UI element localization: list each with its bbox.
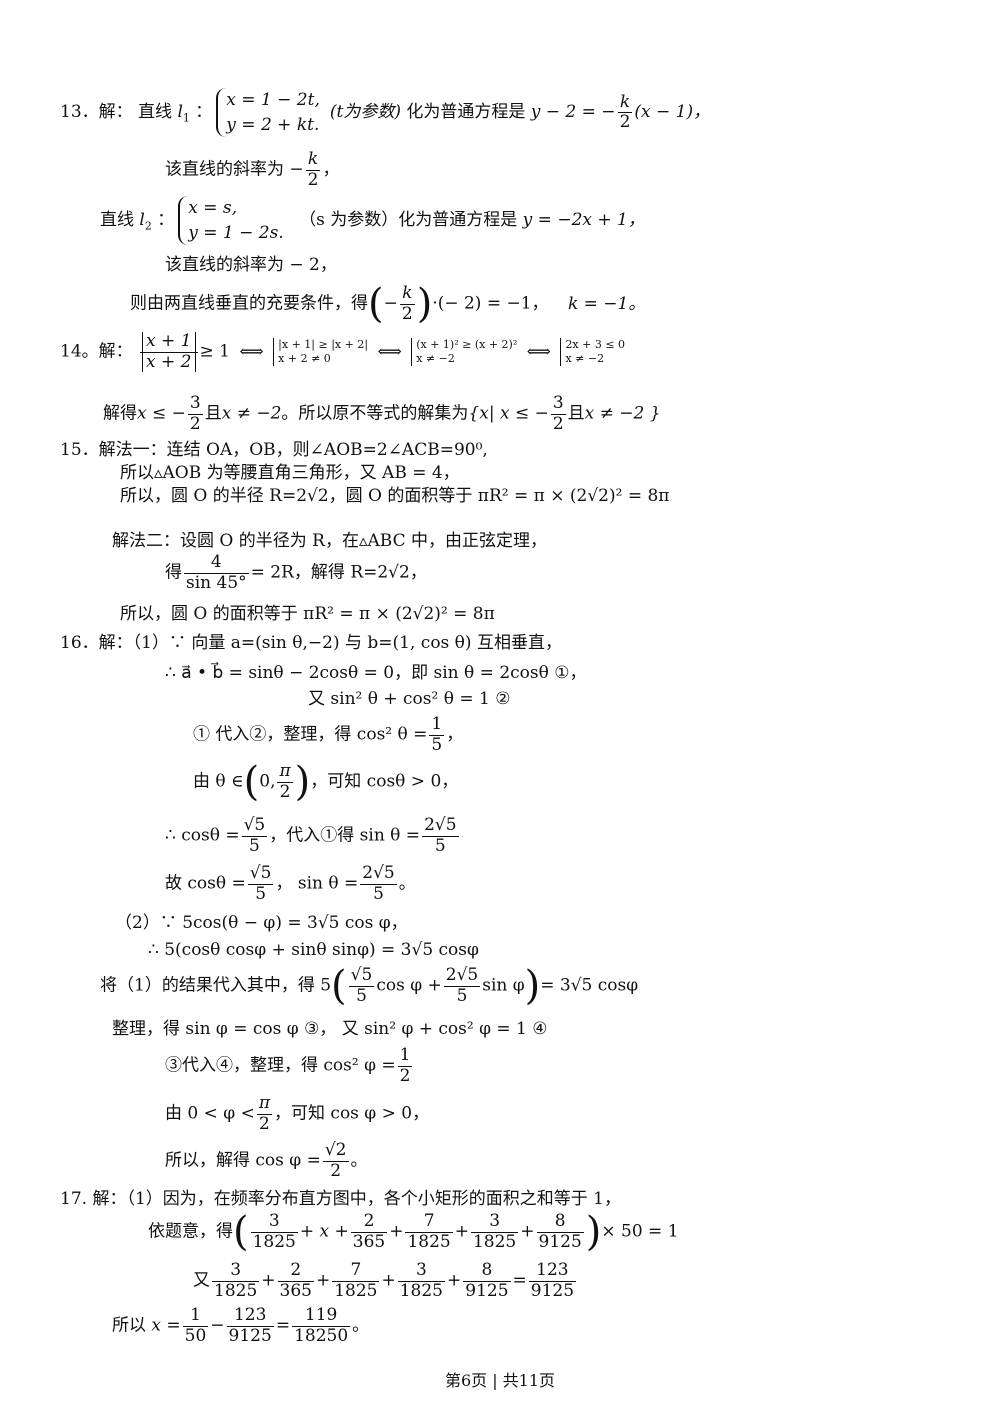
p15-line2: 所以▵AOB 为等腰直角三角形，又 AB = 4， <box>120 463 460 483</box>
equation-system-l1: x = 1 − 2t,y = 2 + kt. <box>216 88 326 138</box>
p14-number: 14。解： <box>60 341 133 362</box>
p16-line8: （2）∵ 5cos(θ − φ) = 3√5 cos φ， <box>115 913 408 933</box>
p15-line1: 15．解法一：连结 OA，OB，则∠AOB=2∠ACB=90⁰, <box>60 440 488 460</box>
page-footer: 第6页 | 共11页 <box>444 1371 556 1390</box>
system-1: |x + 1| ≥ |x + 2|x + 2 ≠ 0 <box>273 338 368 366</box>
p13-line4: 该直线的斜率为 − 2， <box>165 255 337 275</box>
p15-line4: 解法二：设圆 O 的半径为 R，在▵ABC 中，由正弦定理， <box>112 531 547 551</box>
p17-line1: 17. 解：（1）因为，在频率分布直方图中，各个小矩形的面积之和等于 1， <box>60 1189 621 1209</box>
equation-system-l2: x = s,y = 1 − 2s. <box>178 196 289 246</box>
p13-number: 13．解： <box>60 102 133 123</box>
p16-line3: 又 sin² θ + cos² θ = 1 ② <box>308 689 511 709</box>
p16-line9: ∴ 5(cosθ cosφ + sinθ sinφ) = 3√5 cosφ <box>148 940 479 960</box>
p16-line1: 16．解：（1）∵ 向量 a=(sin θ,−2) 与 b=(1, cos θ)… <box>60 633 562 653</box>
p16-line2: ∴ a⃗ • b⃗ = sinθ − 2cosθ = 0，即 sin θ = 2… <box>165 663 587 683</box>
p13-line1: 13．解： 直线 l1 ：x = 1 − 2t,y = 2 + kt.(t为参数… <box>60 88 710 138</box>
p13-line3: 直线 l2 ：x = s,y = 1 − 2s. （s 为参数）化为普通方程是 … <box>100 196 645 246</box>
p15-line6: 所以，圆 O 的面积等于 πR² = π × (2√2)² = 8π <box>120 604 495 624</box>
p16-line11: 整理，得 sin φ = cos φ ③， 又 sin² φ + cos² φ … <box>112 1019 548 1039</box>
p15-line3: 所以，圆 O 的半径 R=2√2，圆 O 的面积等于 πR² = π × (2√… <box>120 486 670 506</box>
